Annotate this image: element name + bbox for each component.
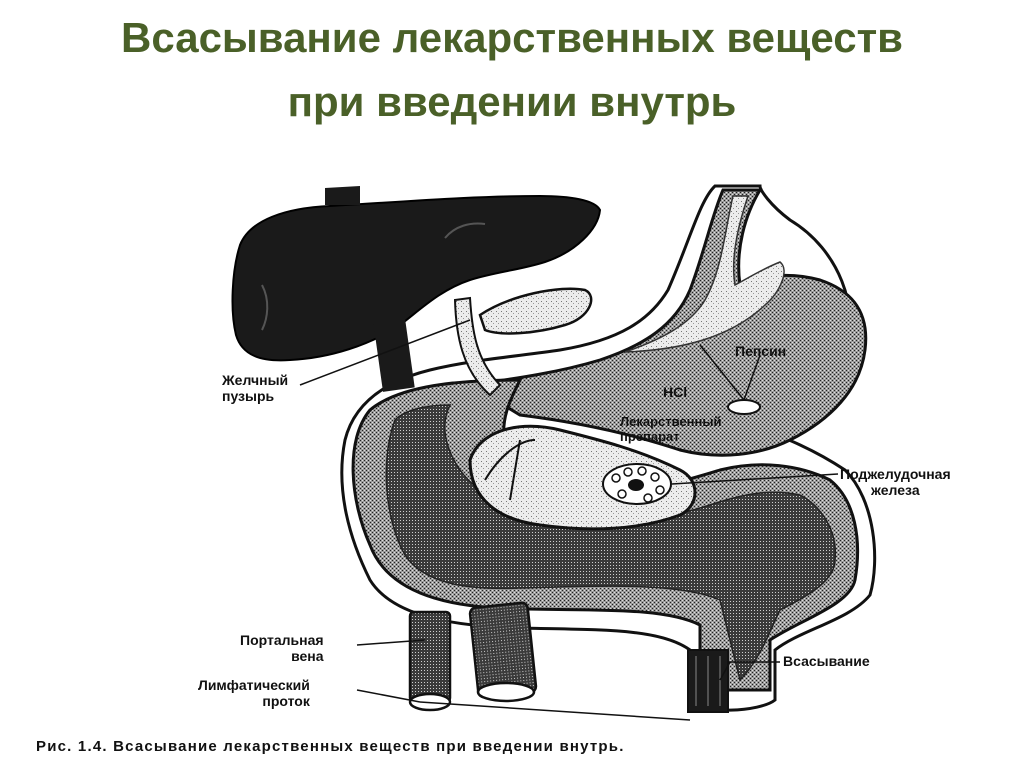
label-hcl: HCl <box>663 384 687 400</box>
label-absorption: Всасывание <box>783 653 870 669</box>
figure-caption: Рис. 1.4. Всасывание лекарственных вещес… <box>36 738 625 755</box>
label-drug: Лекарственный препарат <box>620 414 721 444</box>
label-portal-vein: Портальная вена <box>240 632 324 664</box>
drug-pill <box>728 400 760 414</box>
gallbladder <box>480 289 591 334</box>
label-pancreas: Поджелудочная железа <box>840 466 951 498</box>
liver <box>233 196 600 360</box>
label-gallbladder: Желчный пузырь <box>222 372 288 404</box>
label-pepsin: Пепсин <box>735 343 786 359</box>
label-lymph-duct: Лимфатический проток <box>198 677 310 709</box>
portal-vein <box>410 612 450 702</box>
